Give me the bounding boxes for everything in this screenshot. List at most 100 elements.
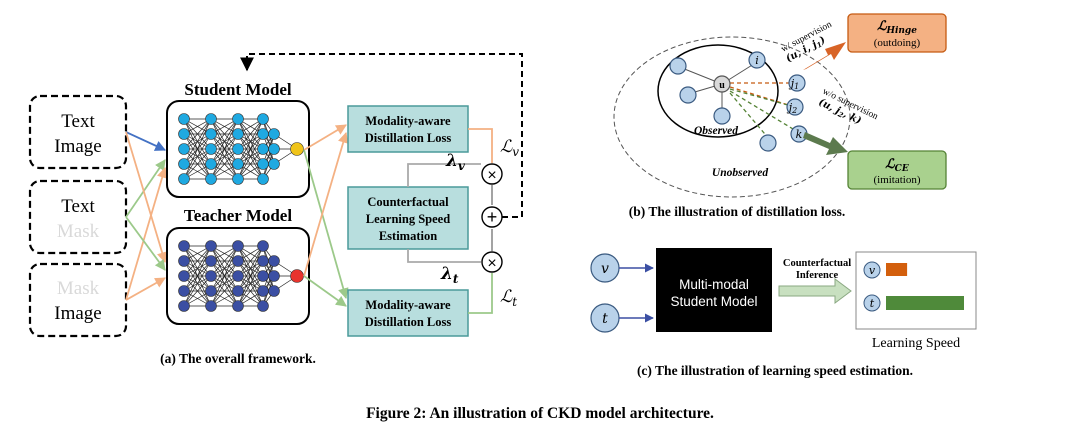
teacher-node	[232, 240, 244, 252]
teacher-node	[257, 240, 269, 252]
hinge-loss-desc: (outdoing)	[874, 37, 921, 49]
lambda-t-wire	[407, 249, 481, 263]
input-box-3: Mask Image	[28, 262, 128, 338]
student-edge	[237, 133, 264, 180]
teacher-node	[268, 285, 280, 297]
input-1-line2: Image	[54, 136, 101, 157]
bar-t-label: t	[870, 297, 875, 310]
bar-v-label: v	[869, 264, 876, 277]
teacher-node	[205, 255, 217, 267]
student-node	[257, 128, 269, 140]
ce-loss-box: ℒCE (imitation)	[847, 150, 947, 190]
counterfactual-box-line1: Counterfactual	[367, 195, 449, 209]
hinge-arrow	[803, 42, 846, 70]
user-node	[713, 75, 731, 93]
feedback-dashed-arrow	[240, 53, 523, 218]
student-edge	[210, 133, 239, 180]
text-image-to-teacher-line	[125, 131, 168, 264]
teacher-output-node	[290, 269, 304, 283]
bottom-box-line1: Modality-aware	[365, 298, 451, 312]
ce-loss-desc: (imitation)	[873, 174, 920, 186]
student-node	[232, 143, 244, 155]
item-node-j1	[788, 74, 806, 92]
student-node	[257, 158, 269, 170]
input-v-label: v	[601, 261, 609, 277]
teacher-node	[205, 270, 217, 282]
teacher-node	[178, 240, 190, 252]
student-node	[178, 113, 190, 125]
teacher-edge	[237, 245, 264, 292]
top-loss-wire	[468, 128, 493, 163]
student-edge	[183, 118, 212, 180]
student-model-black-box	[656, 248, 772, 332]
teacher-edge	[183, 260, 212, 307]
node-j1-label: j1	[788, 77, 800, 91]
student-model-title: Student Model	[184, 80, 291, 99]
teacher-node	[257, 255, 269, 267]
top-distillation-box: Modality-aware Distillation Loss	[347, 105, 469, 153]
counterfactual-inference-arrow	[778, 278, 852, 304]
student-edge	[183, 118, 212, 165]
item-node-b	[679, 86, 697, 104]
teacher-node	[257, 285, 269, 297]
student-node	[257, 143, 269, 155]
panel-a: Text Image Text Mask Mask Image Student …	[28, 53, 523, 366]
counterfactual-box-line2: Learning Speed	[366, 212, 450, 226]
student-node	[268, 158, 280, 170]
observed-region	[657, 44, 779, 138]
text-mask-to-teacher-line	[125, 216, 166, 271]
node-k-label: k	[796, 128, 803, 141]
teacher-to-bottom-box-line	[303, 275, 347, 307]
ce-loss-label: ℒCE	[885, 157, 909, 174]
student-node	[257, 173, 269, 185]
panel-b-caption: (b) The illustration of distillation los…	[629, 204, 846, 219]
observed-label: Observed	[694, 125, 738, 137]
student-node	[232, 113, 244, 125]
input-2-line2: Mask	[57, 221, 100, 242]
teacher-edge	[183, 275, 212, 307]
hinge-loss-label: ℒHinge	[877, 19, 917, 36]
teacher-edge	[210, 275, 239, 307]
bar-t-node	[863, 294, 881, 312]
model-box-line1: Multi-modal	[679, 277, 749, 292]
student-node	[205, 128, 217, 140]
input-box-2: Text Mask	[28, 179, 128, 255]
item-node-d	[759, 134, 777, 152]
teacher-node	[232, 285, 244, 297]
teacher-node	[178, 255, 190, 267]
bottom-box-line2: Distillation Loss	[365, 315, 452, 329]
teacher-edge	[237, 260, 264, 307]
student-edge	[210, 148, 239, 180]
teacher-edge	[237, 275, 264, 307]
teacher-edge	[262, 260, 275, 307]
comparison-edges	[729, 82, 799, 141]
item-node-j2	[786, 98, 804, 116]
student-to-top-box-line	[303, 124, 347, 151]
student-node	[232, 128, 244, 140]
panel-b: u i j1 j2 k Observed Unobserved w/ super…	[613, 13, 947, 219]
input-t-label: t	[602, 311, 608, 327]
input-1-line1: Text	[61, 111, 95, 132]
bar-v-node	[863, 261, 881, 279]
teacher-node	[205, 300, 217, 312]
teacher-node	[257, 270, 269, 282]
student-node	[178, 128, 190, 140]
graph-nodes	[669, 51, 808, 152]
student-edge	[262, 133, 275, 180]
student-node	[232, 158, 244, 170]
times-operator-v: ×	[481, 163, 503, 185]
hinge-loss-box: ℒHinge (outdoing)	[847, 13, 947, 53]
bottom-loss-wire	[468, 273, 493, 314]
loss-v-label: ℒv	[500, 137, 519, 159]
teacher-node	[232, 300, 244, 312]
student-node	[205, 173, 217, 185]
student-node	[178, 143, 190, 155]
student-node	[268, 128, 280, 140]
item-node-i	[748, 51, 766, 69]
teacher-node	[268, 255, 280, 267]
teacher-node	[232, 255, 244, 267]
student-network	[178, 113, 304, 185]
learning-speed-bar-t	[886, 296, 964, 310]
teacher-edge	[237, 245, 264, 277]
